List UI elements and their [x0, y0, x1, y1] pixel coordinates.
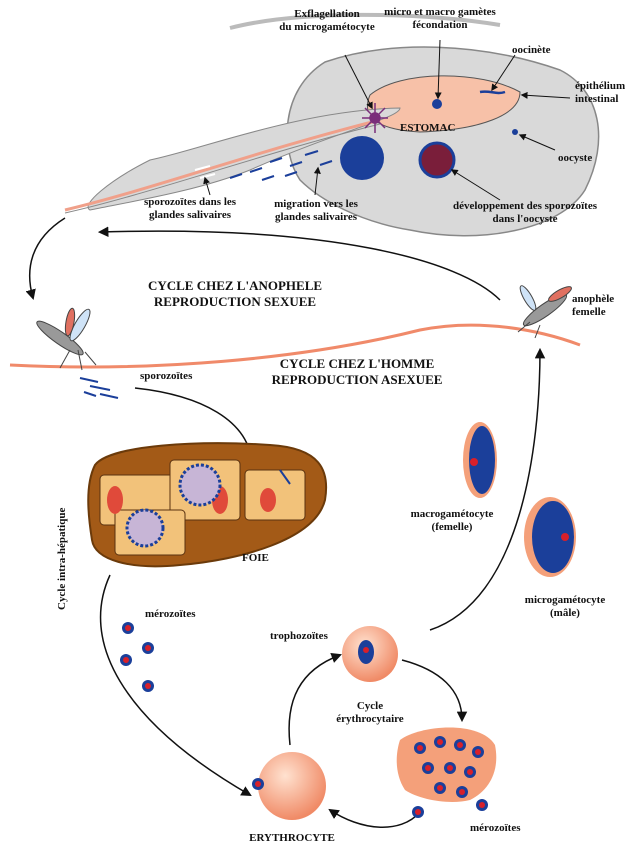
ookinete [480, 92, 505, 93]
label-merozoites-left: mérozoïtes [145, 608, 196, 621]
label-merozoites-right: mérozoïtes [470, 822, 521, 835]
schizont-1 [180, 465, 220, 505]
arrow-to-human [30, 218, 65, 298]
label-stomach: ESTOMAC [400, 122, 455, 135]
oocyst-burst [340, 136, 384, 180]
liver [88, 443, 326, 566]
anopheles-left [34, 307, 96, 370]
ruptured-schizont [397, 728, 497, 819]
arrow-merozoites-to-rbc [330, 810, 420, 827]
label-erythrocyte: ERYTHROCYTE [249, 832, 335, 845]
oocyst-developing [420, 143, 454, 177]
oocyst-small [512, 129, 518, 135]
macrogametocyte [463, 422, 497, 498]
label-macrogametocyte: macrogamétocyte(femelle) [411, 508, 494, 534]
arrow-troph-to-schizont [402, 660, 462, 720]
label-oocyst: oocyste [558, 152, 592, 165]
erythrocyte [252, 752, 326, 820]
arrow-rbc-to-troph [289, 655, 340, 745]
injected-sporozoites [80, 378, 118, 398]
macrogamete [432, 99, 442, 109]
label-trophozoites: trophozoïtes [270, 630, 328, 643]
label-sporozoites: sporozoïtes [140, 370, 192, 383]
microgametocyte [524, 497, 576, 577]
label-microgametocyte: microgamétocyte(mâle) [525, 594, 605, 620]
schizont-2 [127, 510, 163, 546]
label-ookinete: oocinète [512, 44, 550, 57]
trophozoite-cell [342, 626, 398, 682]
merozoites-left [120, 622, 154, 692]
label-hepatic-cycle: Cycle intra-hépatique [56, 508, 68, 610]
label-liver: FOIE [242, 552, 269, 565]
